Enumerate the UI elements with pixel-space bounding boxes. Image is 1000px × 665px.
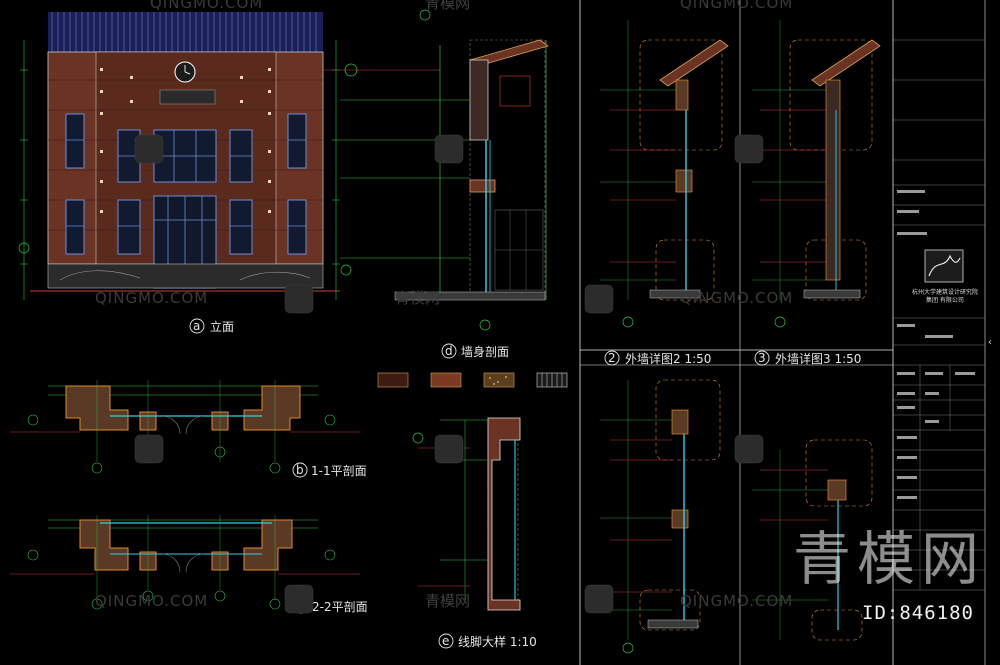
legend-swatch-brick xyxy=(377,372,409,388)
base-detail-view: e 线脚大样 1:10 xyxy=(412,417,537,649)
wall-detail-4-view xyxy=(600,379,721,654)
wall-section-view: d 墙身剖面 xyxy=(340,9,549,359)
watermark-large: 青模网 xyxy=(793,525,986,593)
watermark-text: QINGMO.COM xyxy=(680,0,793,12)
detail-3-caption-label: 3 xyxy=(758,351,766,365)
detail-3-caption-title: 外墙详图3 1:50 xyxy=(775,351,861,366)
wall-section-caption-title: 墙身剖面 xyxy=(461,344,509,359)
wall-section-caption-label: d xyxy=(445,344,453,358)
legend-swatch-brown xyxy=(430,372,462,388)
watermark-text: QINGMO.COM xyxy=(95,592,208,610)
org-name-line1: 杭州大学建筑设计研究院 xyxy=(912,288,978,296)
org-name-line2: 集团 有限公司 xyxy=(926,296,964,304)
watermark-text: QINGMO.COM xyxy=(680,289,793,307)
detail-2-caption-title: 外墙详图2 1:50 xyxy=(625,351,711,366)
title-block-arrow-icon: ‹ xyxy=(988,337,992,348)
elevation-view: a 立面 xyxy=(18,12,440,334)
watermark-text: QINGMO.COM xyxy=(95,289,208,307)
watermark-text: 青模网 xyxy=(425,592,470,610)
watermark-text: 青模网 xyxy=(425,0,470,12)
stone-plinth xyxy=(47,263,324,289)
title-block: 杭州大学建筑设计研究院 集团 有限公司 ‹ xyxy=(892,0,992,665)
material-legend xyxy=(377,372,568,388)
plan-1-caption-title: 1-1平剖面 xyxy=(311,464,367,478)
wall-detail-5-view xyxy=(752,439,873,641)
institute-logo-icon xyxy=(924,249,964,283)
legend-swatch-stone xyxy=(483,372,515,388)
elevation-caption-label: a xyxy=(193,319,200,333)
watermark-layer: QINGMO.COM QINGMO.COM QINGMO.COM 青模网 QIN… xyxy=(95,0,793,614)
id-label: ID:846180 xyxy=(862,602,974,624)
base-detail-caption-label: e xyxy=(442,634,449,648)
plan-1-caption-label: b xyxy=(296,463,304,477)
elevation-caption-title: 立面 xyxy=(210,319,234,334)
wall-detail-2-view: 2 外墙详图2 1:50 xyxy=(600,20,729,366)
watermark-text: QINGMO.COM xyxy=(150,0,263,12)
base-detail-caption-title: 线脚大样 1:10 xyxy=(458,634,537,649)
plan-1-1-view: b 1-1平剖面 xyxy=(10,380,367,478)
plan-2-caption-title: 2-2平剖面 xyxy=(312,600,368,614)
roof-railing xyxy=(48,12,323,52)
detail-2-caption-label: 2 xyxy=(608,351,616,365)
watermark-text: QINGMO.COM xyxy=(680,592,793,610)
wall-detail-3-view: 3 外墙详图3 1:50 xyxy=(752,20,881,366)
watermark-text: 青模网 xyxy=(395,289,440,307)
